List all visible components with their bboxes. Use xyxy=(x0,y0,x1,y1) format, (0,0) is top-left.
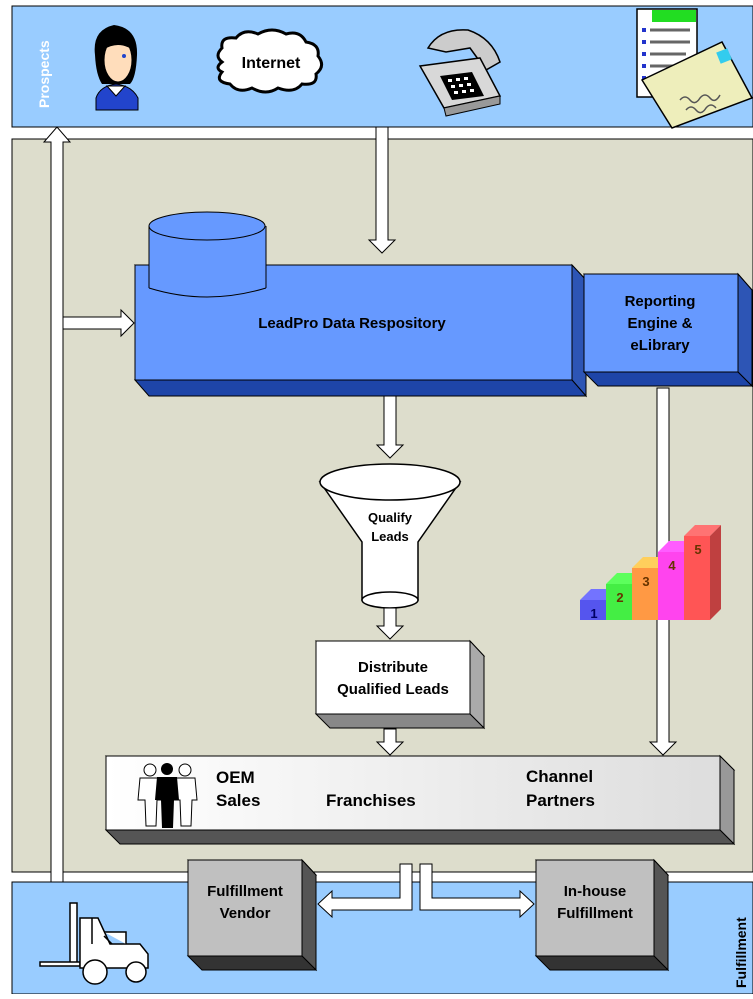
reporting-engine-box: Reporting Engine & eLibrary xyxy=(582,272,753,388)
inhouse-label-line1: In-house xyxy=(564,883,627,900)
oem-label-line1: OEM xyxy=(216,768,255,787)
step-label-1: 1 xyxy=(590,606,597,621)
arrow-to-fulfillment-vendor xyxy=(317,863,413,919)
step-side-5 xyxy=(710,525,721,620)
database-cylinder-icon xyxy=(148,211,267,298)
vendor-label-line2: Vendor xyxy=(220,905,271,922)
step-face-2 xyxy=(606,584,632,620)
qualify-funnel-icon: Qualify Leads xyxy=(318,463,462,609)
fulfillment-vendor-box: Fulfillment Vendor xyxy=(186,858,318,972)
arrow-prospects-to-repository xyxy=(367,126,397,254)
inhouse-fulfillment-box: In-house Fulfillment xyxy=(534,858,670,972)
arrow-to-repository xyxy=(62,308,135,338)
step-face-4 xyxy=(658,552,684,620)
arrow-to-inhouse-fulfillment xyxy=(419,863,535,919)
telephone-icon xyxy=(418,29,502,117)
reporting-label-line1: Reporting xyxy=(625,293,696,310)
person-icon xyxy=(94,25,139,111)
arrow-distribute-to-channels xyxy=(375,728,405,756)
arrow-funnel-to-distribute xyxy=(375,607,405,640)
mail-document-icon xyxy=(636,8,753,129)
arrow-repository-to-funnel xyxy=(375,395,405,459)
prospects-lane-label: Prospects xyxy=(36,40,52,108)
partners-label-line2: Partners xyxy=(526,791,595,810)
step-label-4: 4 xyxy=(668,558,676,573)
qualify-label-line2: Leads xyxy=(371,529,409,544)
forklift-icon xyxy=(39,902,149,985)
step-label-2: 2 xyxy=(616,590,623,605)
distribute-label-line1: Distribute xyxy=(358,659,428,676)
internet-label: Internet xyxy=(242,55,301,72)
oem-label-line2: Sales xyxy=(216,791,260,810)
distribute-label-line2: Qualified Leads xyxy=(337,681,449,698)
step-face-5 xyxy=(684,536,710,620)
channels-bar: OEM Sales Franchises Channel Partners xyxy=(104,754,736,846)
inhouse-label-line2: Fulfillment xyxy=(557,905,633,922)
return-arrow-up xyxy=(42,126,72,883)
internet-cloud-icon: Internet xyxy=(216,28,323,94)
steps-graphic: 1 2 3 4 5 xyxy=(580,525,721,621)
step-face-1 xyxy=(580,600,606,620)
franchises-label: Franchises xyxy=(326,791,416,810)
fulfillment-lane-label: Fulfillment xyxy=(733,917,749,988)
vendor-label-line1: Fulfillment xyxy=(207,883,283,900)
reporting-label-line3: eLibrary xyxy=(630,337,690,354)
step-5: 5 xyxy=(684,525,721,620)
step-label-3: 3 xyxy=(642,574,649,589)
step-label-5: 5 xyxy=(694,542,701,557)
distribute-box: Distribute Qualified Leads xyxy=(314,639,486,730)
reporting-label-line2: Engine & xyxy=(627,315,692,332)
people-group-icon xyxy=(137,763,198,828)
step-face-3 xyxy=(632,568,658,620)
step-top-5 xyxy=(684,525,721,536)
partners-label-line1: Channel xyxy=(526,767,593,786)
repository-label: LeadPro Data Respository xyxy=(258,315,446,332)
qualify-label-line1: Qualify xyxy=(368,510,413,525)
